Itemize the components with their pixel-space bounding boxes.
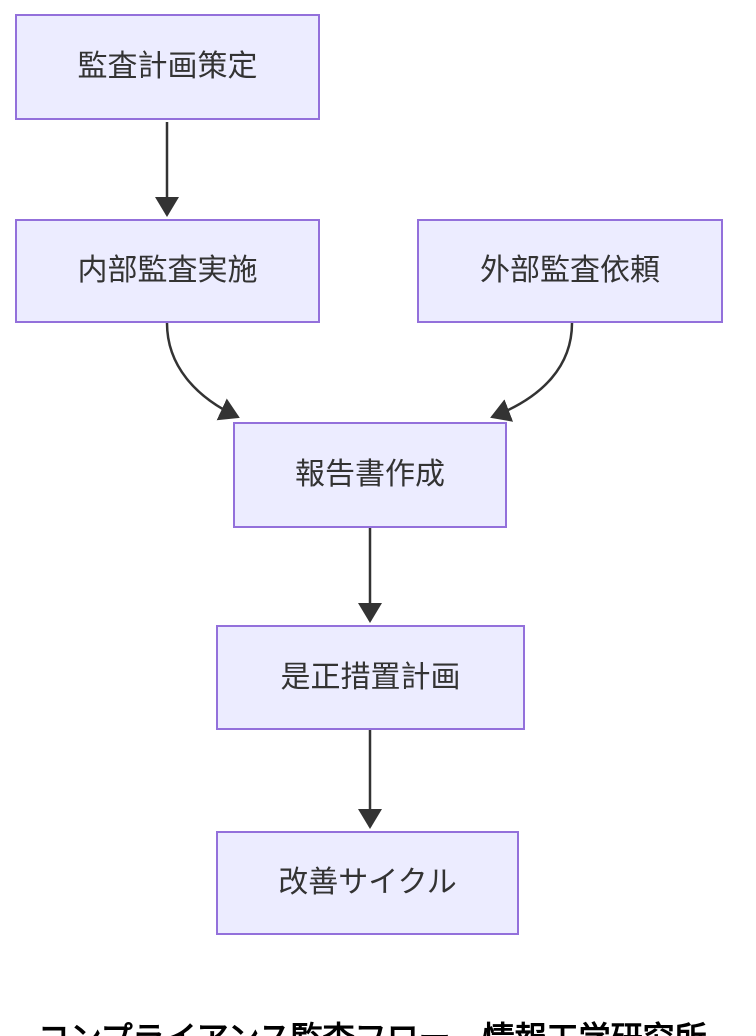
- node-corrective-action: 是正措置計画: [216, 625, 525, 730]
- diagram-caption: コンプライアンス監査フロー 情報工学研究所: [2, 976, 707, 1036]
- node-report-creation: 報告書作成: [233, 422, 507, 528]
- node-external-audit: 外部監査依頼: [417, 219, 723, 323]
- node-improvement-cycle-label: 改善サイクル: [278, 866, 457, 899]
- node-external-audit-label: 外部監査依頼: [480, 254, 660, 287]
- node-internal-audit: 内部監査実施: [15, 219, 320, 323]
- node-improvement-cycle: 改善サイクル: [216, 831, 519, 935]
- node-audit-plan: 監査計画策定: [15, 14, 320, 120]
- node-internal-audit-label: 内部監査実施: [77, 254, 258, 287]
- node-corrective-action-label: 是正措置計画: [280, 660, 461, 694]
- node-audit-plan-label: 監査計画策定: [77, 50, 258, 83]
- diagram-caption-text: コンプライアンス監査フロー 情報工学研究所: [38, 1020, 707, 1036]
- node-report-creation-label: 報告書作成: [295, 458, 445, 491]
- edge-external-to-report: [490, 322, 574, 422]
- edge-internal-to-report: [165, 322, 240, 421]
